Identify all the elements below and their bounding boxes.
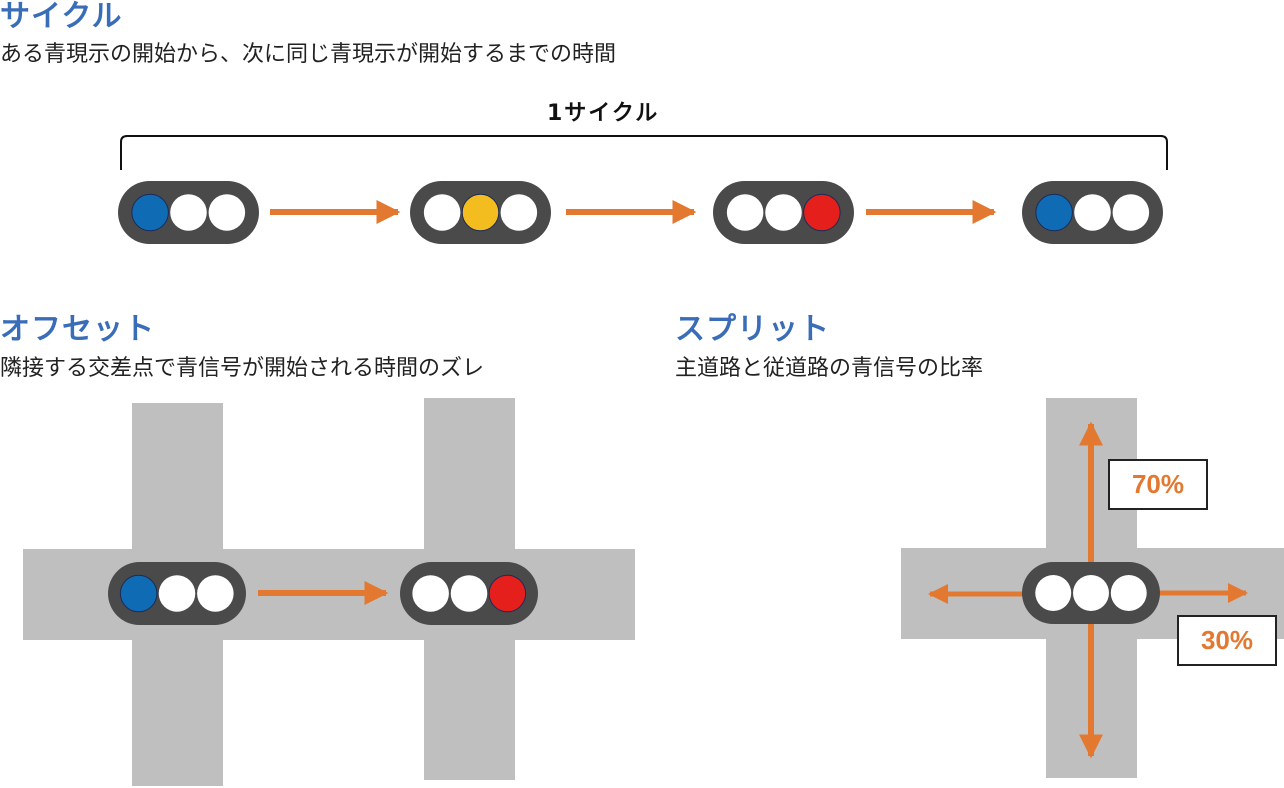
split-signal-housing (1022, 562, 1160, 624)
cycle-bracket (120, 135, 1168, 170)
one-cycle-label: 1サイクル (547, 101, 660, 126)
offset-signal-1 (108, 562, 246, 625)
offset-description: 隣接する交差点で青信号が開始される時間のズレ (0, 356, 485, 381)
lamp-yellow-off (765, 194, 802, 231)
cycle-signal-4 (1022, 181, 1163, 244)
lamp-blue-on (131, 193, 169, 232)
lamp-blue-off (412, 575, 449, 612)
lamp-yellow-off (158, 575, 196, 612)
lamp-red-off (208, 194, 246, 231)
lamp-yellow-off (170, 194, 207, 231)
lamp-blue-off (423, 194, 461, 231)
split-title: スプリット (675, 312, 830, 347)
lamp-red-off (197, 575, 234, 612)
lamp-blue-on (1035, 193, 1073, 232)
cycle-signal-sequence (118, 181, 1163, 244)
lamp-red-off (1112, 194, 1150, 231)
lamp-yellow-off (1073, 575, 1109, 611)
lamp-red-off (1110, 575, 1147, 611)
lamp-yellow-off (450, 575, 488, 612)
split-signal (1022, 562, 1160, 624)
offset-signal-2 (400, 562, 538, 625)
cycle-title: サイクル (0, 0, 123, 34)
lamp-blue-off (726, 194, 764, 231)
lamp-red-on (488, 574, 527, 613)
lamp-blue-off (1035, 575, 1072, 611)
lamp-yellow-off (1074, 194, 1111, 231)
lamp-yellow-on (461, 193, 500, 232)
offset-title: オフセット (0, 312, 155, 347)
cycle-description: ある青現示の開始から、次に同じ青現示が開始するまでの時間 (0, 42, 617, 67)
side-road-share-label: 30% (1177, 615, 1277, 666)
lamp-red-on (803, 193, 841, 232)
cycle-signal-2 (410, 181, 551, 244)
cycle-signal-1 (118, 181, 259, 244)
offset-signals (108, 562, 538, 625)
lamp-red-off (500, 194, 538, 231)
cycle-signal-3 (713, 181, 854, 244)
split-description: 主道路と従道路の青信号の比率 (675, 356, 984, 381)
main-road-share-label: 70% (1108, 459, 1208, 510)
lamp-blue-on (119, 574, 158, 613)
